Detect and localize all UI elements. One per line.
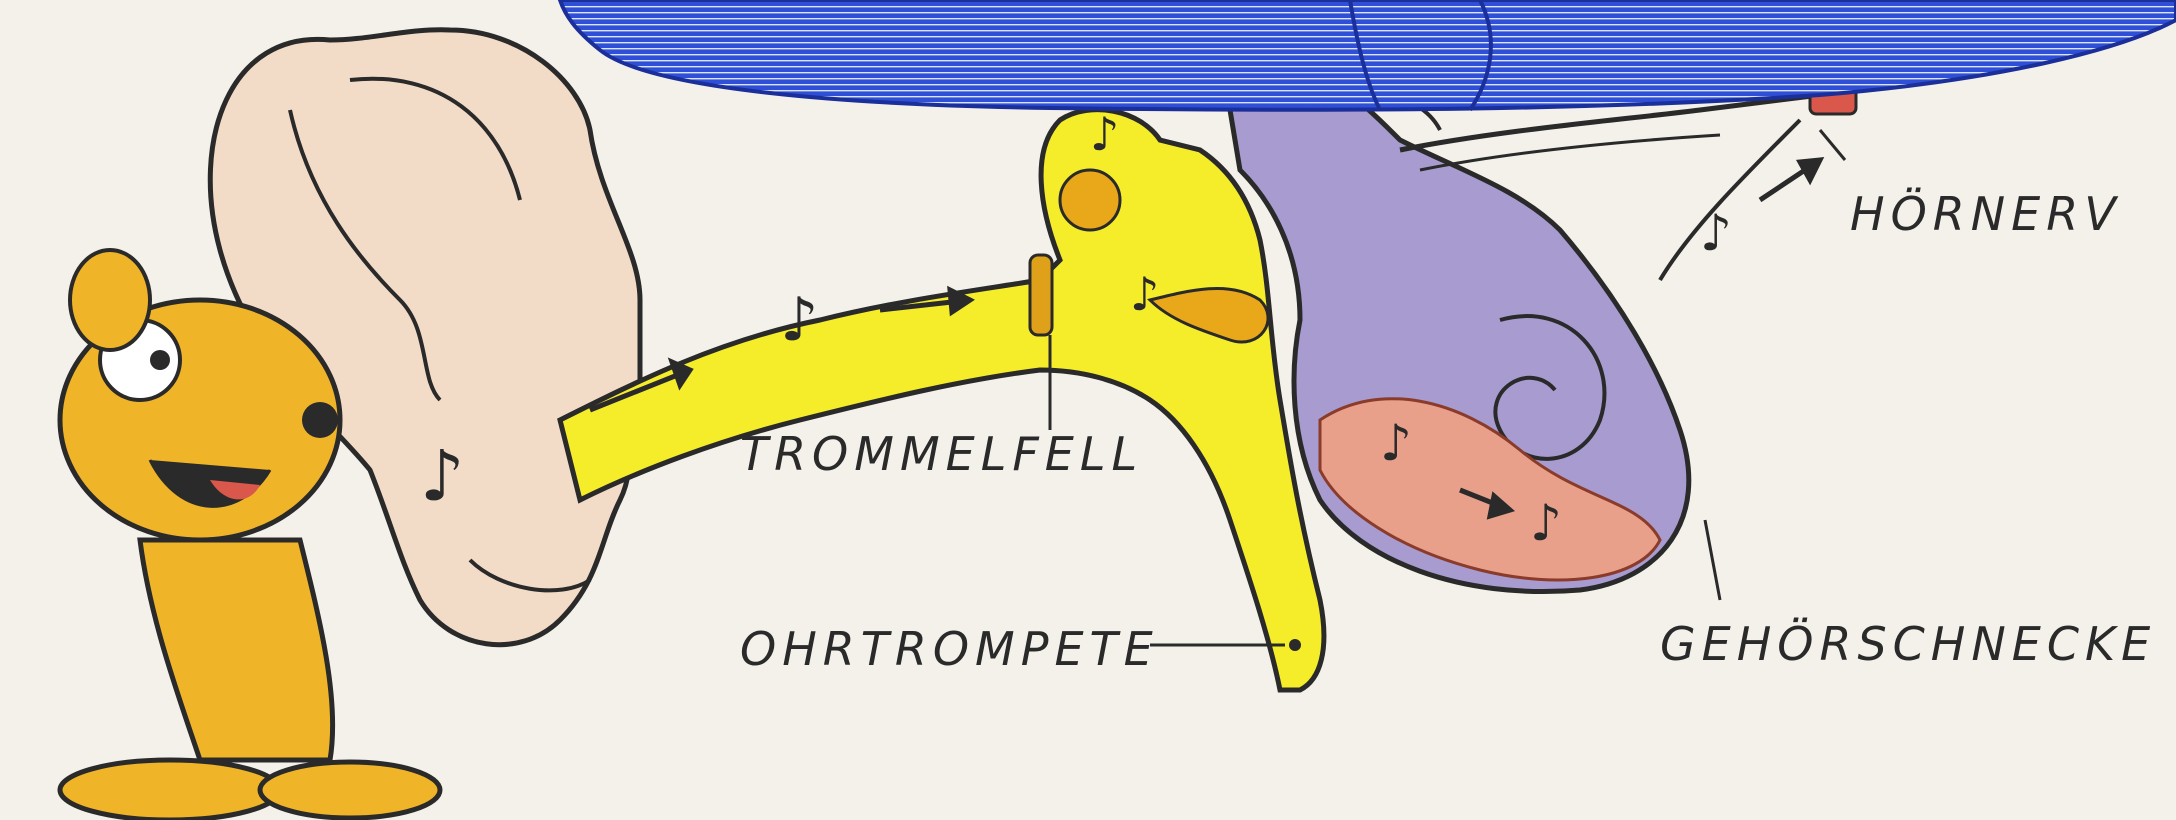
label-auditory-nerve: HÖRNERV: [1850, 187, 2122, 241]
label-cochlea: GEHÖRSCHNECKE: [1660, 617, 2156, 671]
label-eardrum: TROMMELFELL: [740, 427, 1143, 481]
svg-text:♪: ♪: [1380, 414, 1412, 472]
ossicle-hammer: [1060, 170, 1120, 230]
svg-text:♪: ♪: [1130, 267, 1159, 321]
eardrum: [1030, 255, 1052, 335]
svg-text:♪: ♪: [780, 285, 818, 355]
svg-text:♪: ♪: [1700, 204, 1732, 262]
svg-text:♪: ♪: [1090, 107, 1119, 161]
svg-text:♪: ♪: [1530, 494, 1562, 552]
svg-text:♪: ♪: [420, 435, 465, 517]
label-eustachian-tube: OHRTROMPETE: [740, 622, 1159, 676]
